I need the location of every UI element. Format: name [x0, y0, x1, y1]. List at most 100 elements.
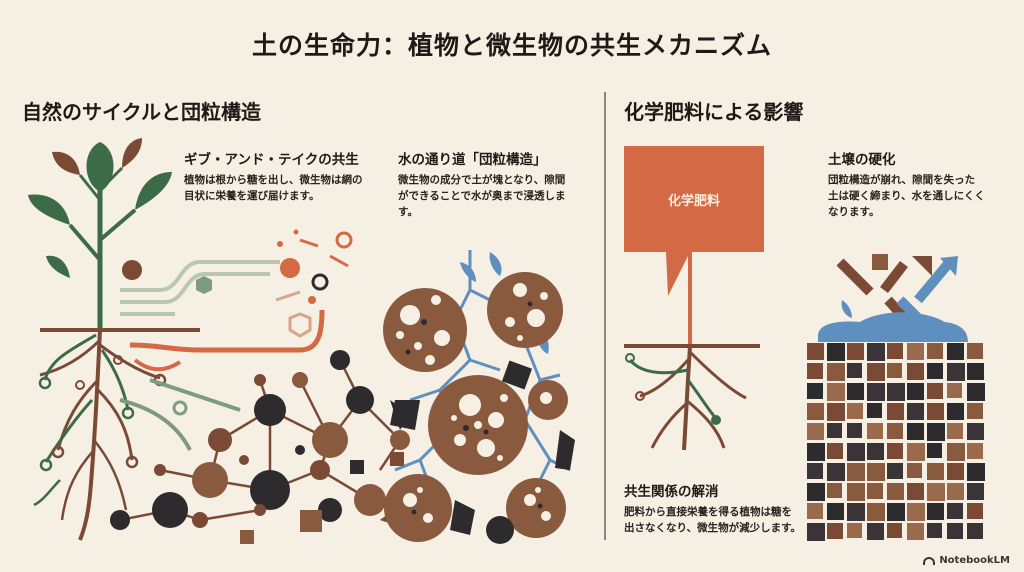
soil-block [927, 343, 943, 359]
soil-block [907, 363, 924, 380]
soil-block [887, 443, 903, 459]
soil-block [827, 363, 845, 381]
soil-block [807, 463, 823, 479]
section-divider [604, 92, 606, 540]
soil-block [847, 483, 865, 501]
soil-block [867, 523, 884, 540]
soil-block [967, 343, 983, 359]
soil-block [867, 343, 885, 361]
soil-block [867, 443, 884, 460]
water-line-3: す。 [398, 206, 418, 218]
soil-block [887, 503, 905, 521]
soil-block [867, 483, 883, 499]
soil-block [947, 503, 963, 519]
give-take-line-2: 目状に栄養を運び届けます。 [184, 190, 320, 202]
pooled-water [818, 312, 968, 342]
soil-block [907, 483, 924, 500]
dissolution-line-1: 肥料から直接栄養を得る植物は糖を [624, 506, 792, 518]
soil-block [887, 483, 904, 500]
soil-block [807, 403, 824, 420]
soil-block [927, 523, 942, 538]
soil-block [867, 463, 885, 481]
soil-block [907, 403, 924, 420]
aggregate-pores [396, 283, 552, 523]
give-take-line-1: 植物は根から糖を出し、微生物は網の [184, 174, 363, 186]
sugar-flow-lines [119, 260, 325, 451]
soil-block [967, 443, 983, 459]
soil-block [847, 523, 862, 538]
hardening-line-1: 団粒構造が崩れ、隙間を失った [828, 174, 976, 186]
soil-block [807, 443, 825, 461]
notebooklm-logo: NotebookLM [923, 555, 1010, 566]
soil-block [827, 383, 845, 401]
give-take-block: ギブ・アンド・テイクの共生 植物は根から糖を出し、微生物は網の 目状に栄養を運び… [184, 148, 384, 204]
soil-block [847, 463, 865, 481]
water-block: 水の通り道「団粒構造」 微生物の成分で土が塊となり、隙間 ができることで水が奥ま… [398, 148, 588, 220]
soil-block [967, 423, 984, 440]
soil-block [907, 423, 924, 440]
soil-block [807, 383, 823, 399]
hardening-title: 土壌の硬化 [828, 152, 896, 168]
hardening-block: 土壌の硬化 団粒構造が崩れ、隙間を失った 土は硬く締まり、水を通しにくく なりま… [828, 148, 1008, 220]
dissolution-text: 肥料から直接栄養を得る植物は糖を 出さなくなり、微生物が減少します。 [624, 504, 804, 536]
soil-block [967, 483, 984, 500]
aggregate-dark-spots [405, 301, 543, 515]
soil-block [827, 463, 845, 481]
weak-roots [624, 344, 760, 451]
soil-block [827, 403, 845, 421]
soil-block [927, 503, 944, 520]
soil-block [967, 403, 983, 419]
soil-block [867, 363, 885, 381]
soil-block [827, 523, 843, 539]
dissolution-title: 共生関係の解消 [624, 484, 719, 500]
right-section-heading: 化学肥料による影響 [624, 100, 804, 124]
soil-block [947, 443, 965, 461]
soil-block [907, 443, 925, 461]
soil-block [867, 503, 885, 521]
soil-block [827, 503, 844, 520]
soil-block [807, 503, 823, 519]
give-take-text: 植物は根から糖を出し、微生物は網の 目状に栄養を運び届けます。 [184, 172, 384, 204]
soil-block [887, 423, 903, 439]
soil-block [967, 363, 984, 380]
soil-block [947, 483, 964, 500]
soil-block [927, 483, 945, 501]
broken-arrows-icon [836, 254, 958, 334]
notebooklm-logo-icon [923, 556, 936, 565]
soil-block [807, 343, 824, 360]
soil-block [807, 423, 824, 440]
dissolution-block: 共生関係の解消 肥料から直接栄養を得る植物は糖を 出さなくなり、微生物が減少しま… [624, 480, 804, 536]
soil-block [827, 443, 843, 459]
soil-block [887, 463, 903, 479]
soil-block [927, 423, 945, 441]
soil-block [947, 523, 963, 539]
water-text: 微生物の成分で土が塊となり、隙間 ができることで水が奥まで浸透しま す。 [398, 172, 588, 220]
soil-block [927, 443, 942, 458]
soil-block [887, 403, 904, 420]
soil-block [947, 363, 965, 381]
soil-block [967, 463, 985, 481]
soil-block [947, 383, 962, 398]
soil-block [887, 363, 902, 378]
chemical-fertilizer-label: 化学肥料 [667, 194, 720, 209]
soil-block [927, 363, 943, 379]
soil-block [847, 443, 865, 461]
soil-block [907, 503, 925, 521]
compacted-soil-blocks [807, 343, 985, 541]
soil-block [887, 383, 905, 401]
soil-block [867, 383, 885, 401]
soil-block [927, 403, 944, 420]
notebooklm-brand-text: NotebookLM [939, 555, 1010, 566]
soil-block [847, 383, 864, 400]
soil-block [947, 343, 964, 360]
give-take-title: ギブ・アンド・テイクの共生 [184, 152, 359, 168]
soil-block [807, 523, 825, 541]
plant-icon [28, 138, 200, 541]
soil-block [947, 403, 964, 420]
soil-block [867, 403, 882, 418]
dissolution-line-2: 出さなくなり、微生物が減少します。 [624, 522, 802, 534]
soil-block [927, 383, 943, 399]
hardening-line-3: なります。 [828, 206, 880, 218]
soil-block [847, 343, 864, 360]
